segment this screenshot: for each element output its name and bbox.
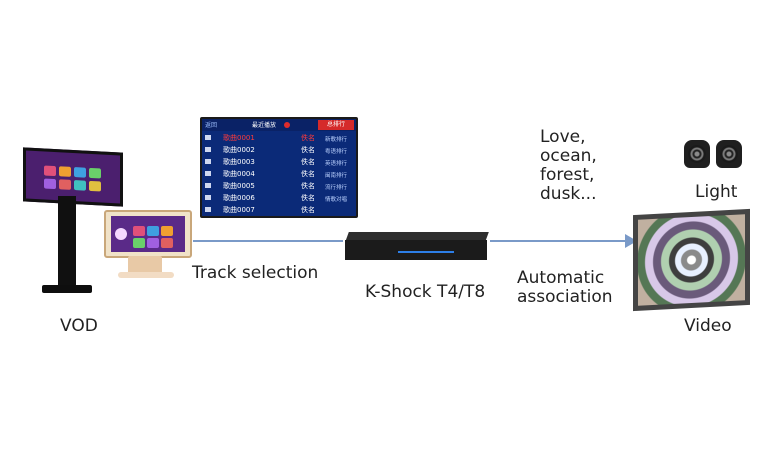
keyword-list: Love, ocean, forest, dusk... [540, 128, 597, 204]
playlist-rank-button: 总排行 [318, 120, 354, 130]
tablet-base [118, 272, 174, 278]
kiosk-pole [58, 196, 76, 288]
arrow-device-to-video [490, 240, 626, 242]
playlist-title: 最近播放 [252, 122, 277, 129]
playlist-side-item: 英语排行 [324, 161, 347, 167]
automatic-association-label: Automatic association [517, 269, 613, 307]
playlist-side-item: 粤语排行 [324, 149, 347, 155]
device-led [398, 251, 454, 253]
automatic-line: Automatic [517, 268, 605, 288]
record-dot-icon [284, 122, 290, 128]
kiosk-base [42, 285, 92, 293]
keyword-item: dusk... [540, 184, 597, 204]
device-front [345, 240, 487, 260]
playlist-side-item: 新歌排行 [324, 137, 347, 143]
keyword-item: Love, [540, 127, 586, 147]
tablet-screen [104, 210, 192, 258]
vod-label: VOD [60, 316, 98, 336]
playlist-side-item: 情歌对唱 [324, 197, 347, 203]
video-label: Video [684, 316, 732, 336]
track-selection-label: Track selection [192, 263, 319, 283]
video-screen [633, 208, 750, 312]
arrow-vod-to-device [193, 240, 343, 242]
tablet-stand [128, 256, 162, 274]
playlist-side-item: 流行排行 [324, 185, 347, 191]
keyword-item: ocean, [540, 146, 597, 166]
moving-head-light-icon [684, 140, 710, 168]
device-label: K-Shock T4/T8 [365, 282, 486, 302]
light-label: Light [695, 182, 738, 202]
playlist-back: 返回 [205, 122, 218, 129]
playlist-side-item: 闽南排行 [324, 173, 347, 179]
kaleidoscope-image [638, 214, 745, 306]
keyword-item: forest, [540, 165, 595, 185]
playlist-header: 返回 最近播放 总排行 [202, 119, 356, 131]
association-line: association [517, 287, 613, 307]
moving-head-light-icon [716, 140, 742, 168]
